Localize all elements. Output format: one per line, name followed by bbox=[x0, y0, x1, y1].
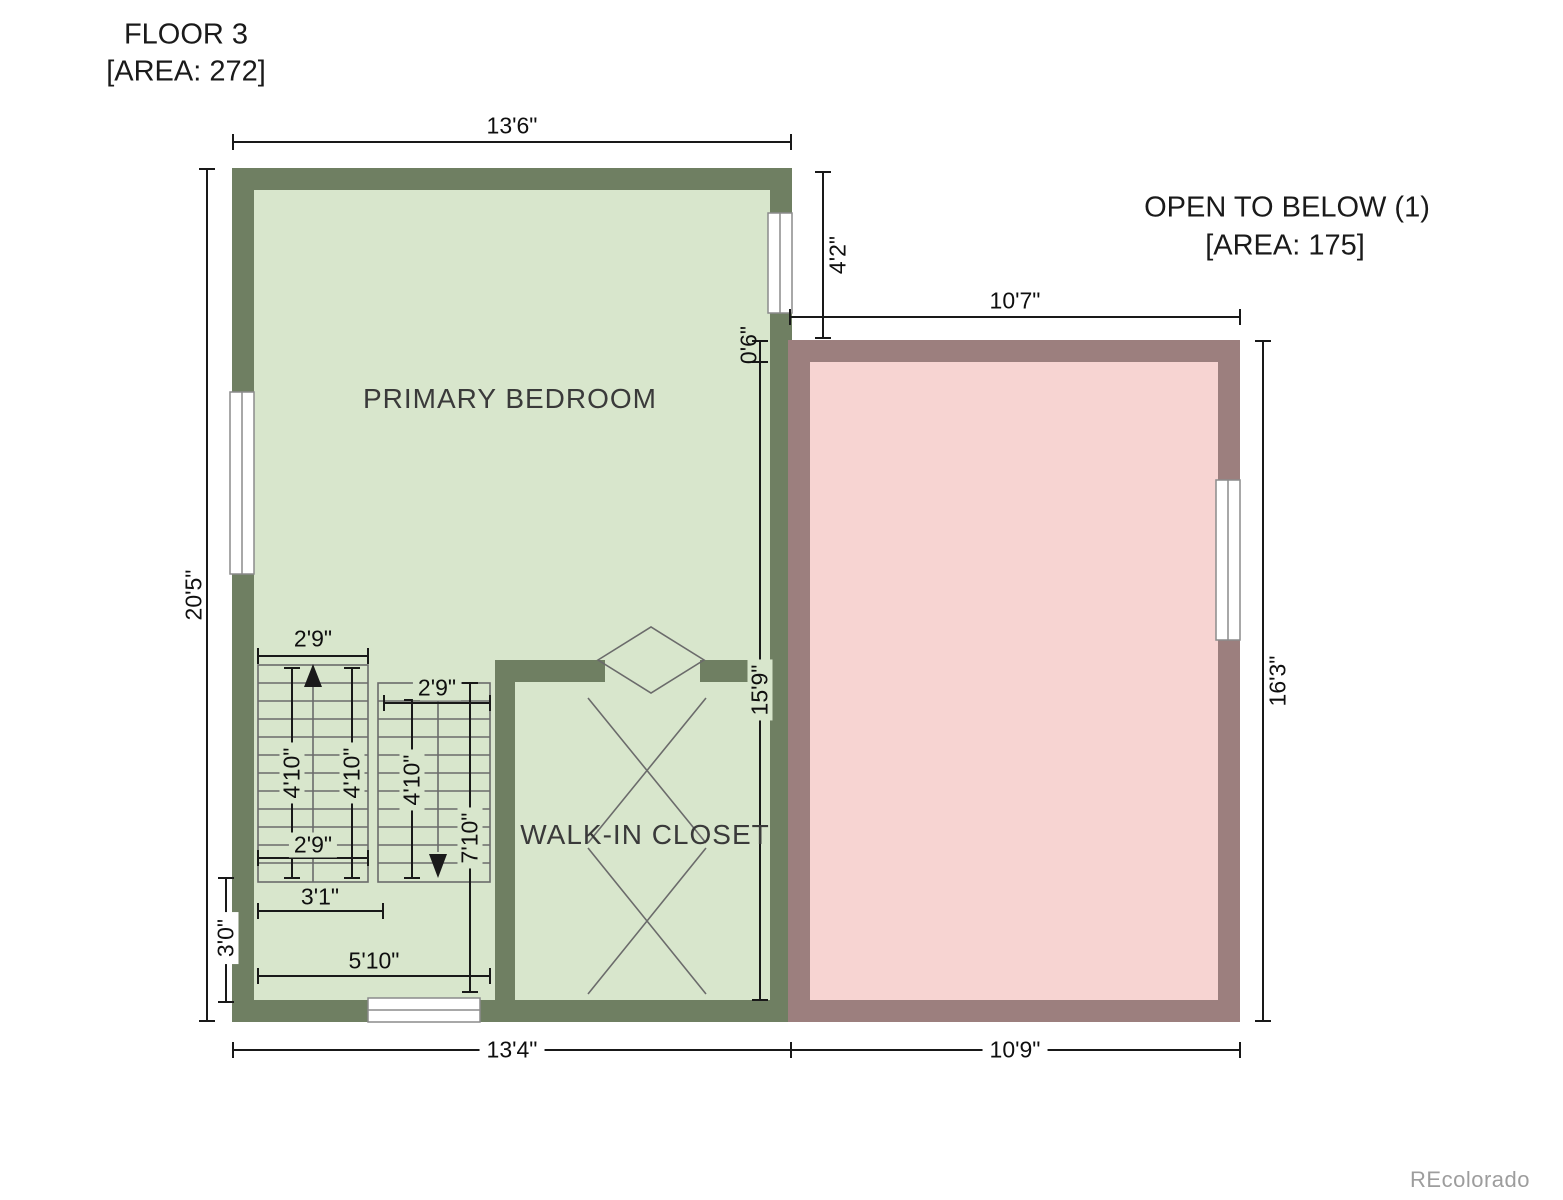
dim-flight-c: 4'10" bbox=[399, 749, 425, 811]
open-to-below-block bbox=[788, 340, 1240, 1022]
dim-stair-top: 2'9" bbox=[293, 625, 333, 652]
dim-wall-thickness: 0'6" bbox=[735, 325, 762, 365]
dim-left-height: 20'5" bbox=[180, 569, 207, 621]
open-below-area: [AREA: 175] bbox=[1205, 229, 1365, 262]
dim-line-top-width bbox=[232, 134, 792, 150]
dim-line-stair-total bbox=[257, 968, 491, 984]
closet-x-symbol bbox=[587, 697, 707, 995]
dim-stair-mid: 2'9" bbox=[412, 675, 462, 701]
dim-open-right: 16'3" bbox=[1264, 655, 1291, 707]
dim-flight-b: 4'10" bbox=[339, 742, 365, 804]
closet-symbols bbox=[587, 626, 707, 995]
dim-line-open-right bbox=[1255, 340, 1271, 1022]
dim-stair-depth: 7'10" bbox=[457, 807, 483, 869]
dim-open-top: 10'7" bbox=[989, 287, 1041, 314]
closet-top-wall-left bbox=[495, 660, 605, 682]
dim-flight-a: 4'10" bbox=[279, 742, 305, 804]
stair-down-arrow bbox=[429, 854, 447, 878]
floor-area: [AREA: 272] bbox=[106, 55, 266, 88]
dim-interior-right: 15'9" bbox=[747, 659, 773, 721]
dim-landing-width: 3'1" bbox=[300, 883, 340, 910]
window-left bbox=[229, 391, 255, 575]
staircase bbox=[257, 664, 491, 883]
window-open-right bbox=[1215, 479, 1241, 641]
dim-line-stair-top bbox=[257, 648, 369, 664]
stair-up-arrow bbox=[304, 664, 322, 687]
dim-line-bottom bbox=[232, 1042, 1241, 1058]
open-floor bbox=[810, 362, 1218, 1000]
dim-bottom-left: 13'4" bbox=[479, 1037, 545, 1063]
dim-stair-total: 5'10" bbox=[348, 947, 400, 974]
dim-line-stair-lower bbox=[257, 850, 369, 866]
dim-stair-lower: 2'9" bbox=[288, 832, 338, 858]
dim-top-width: 13'6" bbox=[486, 112, 538, 139]
closet-left-wall bbox=[495, 660, 515, 1022]
dim-line-left-height bbox=[199, 168, 215, 1022]
primary-suite-block bbox=[232, 168, 792, 1022]
window-top-right bbox=[767, 212, 793, 314]
open-below-title: OPEN TO BELOW (1) bbox=[1144, 191, 1430, 224]
closet-door-symbol bbox=[596, 626, 706, 694]
dim-line-interior-right bbox=[752, 340, 768, 1001]
watermark: REcolorado bbox=[1410, 1167, 1530, 1192]
dim-line-right-upper bbox=[815, 171, 831, 339]
dim-bottom-right: 10'9" bbox=[982, 1037, 1048, 1063]
windows bbox=[229, 212, 1241, 1023]
room-label-primary-bedroom: PRIMARY BEDROOM bbox=[362, 383, 658, 414]
dim-line-stair-mid bbox=[383, 695, 491, 711]
room-label-walk-in-closet: WALK-IN CLOSET bbox=[520, 819, 770, 850]
floor-title: FLOOR 3 bbox=[123, 18, 249, 51]
dim-right-upper: 4'2" bbox=[824, 235, 851, 275]
dim-line-landing-width bbox=[257, 903, 384, 919]
stair-treads-right bbox=[378, 700, 490, 864]
dim-line-open-top bbox=[789, 309, 1241, 325]
window-bottom bbox=[367, 997, 481, 1023]
dim-landing-depth: 3'0" bbox=[213, 911, 239, 965]
